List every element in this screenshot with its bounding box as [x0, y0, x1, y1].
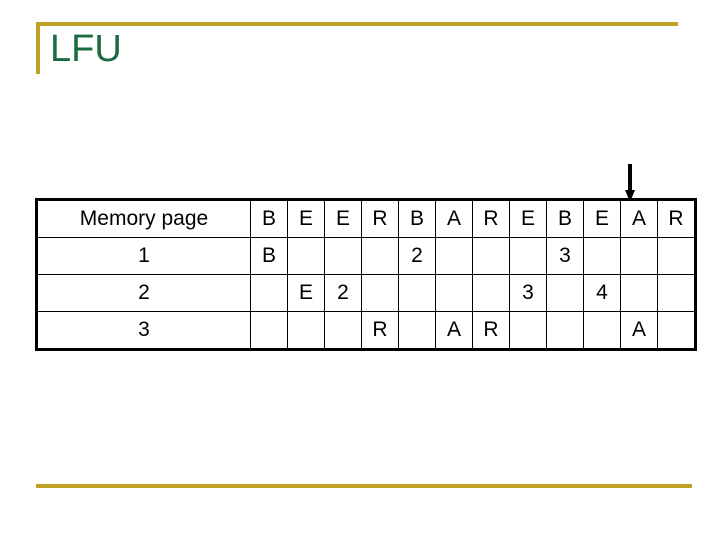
frame-cell: [361, 237, 399, 275]
frame-cell: 3: [546, 237, 584, 275]
sequence-cell: E: [583, 199, 621, 238]
slide-bottom-accent-rule: [36, 484, 692, 488]
frame-cell: [435, 274, 473, 312]
sequence-cell: E: [287, 199, 325, 238]
frame-label: 1: [36, 237, 251, 275]
frame-cell: 2: [398, 237, 436, 275]
frame-cell: A: [620, 311, 658, 350]
frame-cell: [398, 311, 436, 350]
frame-cell: [324, 311, 362, 350]
frame-cell: [657, 274, 696, 312]
sequence-cell: E: [324, 199, 362, 238]
frame-cell: [657, 311, 696, 350]
frame-cell: [435, 237, 473, 275]
sequence-cell: B: [398, 199, 436, 238]
sequence-cell: R: [472, 199, 510, 238]
slide-left-accent-rule: [36, 22, 40, 74]
frame-cell: [250, 311, 288, 350]
sequence-cell: B: [546, 199, 584, 238]
frame-cell: 2: [324, 274, 362, 312]
frame-cell: [583, 237, 621, 275]
frame-cell: [509, 237, 547, 275]
frame-cell: [250, 274, 288, 312]
sequence-cell: E: [509, 199, 547, 238]
frame-cell: [324, 237, 362, 275]
frame-cell: [361, 274, 399, 312]
sequence-cell: A: [620, 199, 658, 238]
frame-cell: 3: [509, 274, 547, 312]
frame-cell: [546, 274, 584, 312]
frame-cell: [472, 237, 510, 275]
frame-cell: [287, 311, 325, 350]
frame-cell: R: [472, 311, 510, 350]
sequence-cell: R: [657, 199, 696, 238]
frame-cell: 4: [583, 274, 621, 312]
frame-cell: [620, 274, 658, 312]
sequence-cell: B: [250, 199, 288, 238]
page-title: LFU: [50, 28, 122, 70]
frame-cell: E: [287, 274, 325, 312]
row-label-header: Memory page: [36, 199, 251, 238]
slide-top-accent-rule: [36, 22, 678, 26]
arrow-down-icon: [625, 164, 635, 202]
frame-label: 2: [36, 274, 251, 312]
frame-cell: [583, 311, 621, 350]
frame-cell: [472, 274, 510, 312]
frame-cell: [546, 311, 584, 350]
frame-cell: B: [250, 237, 288, 275]
frame-cell: [509, 311, 547, 350]
frame-cell: A: [435, 311, 473, 350]
frame-label: 3: [36, 311, 251, 350]
sequence-cell: A: [435, 199, 473, 238]
frame-cell: [620, 237, 658, 275]
frame-cell: [398, 274, 436, 312]
frame-cell: R: [361, 311, 399, 350]
sequence-cell: R: [361, 199, 399, 238]
frame-cell: [657, 237, 696, 275]
frame-cell: [287, 237, 325, 275]
